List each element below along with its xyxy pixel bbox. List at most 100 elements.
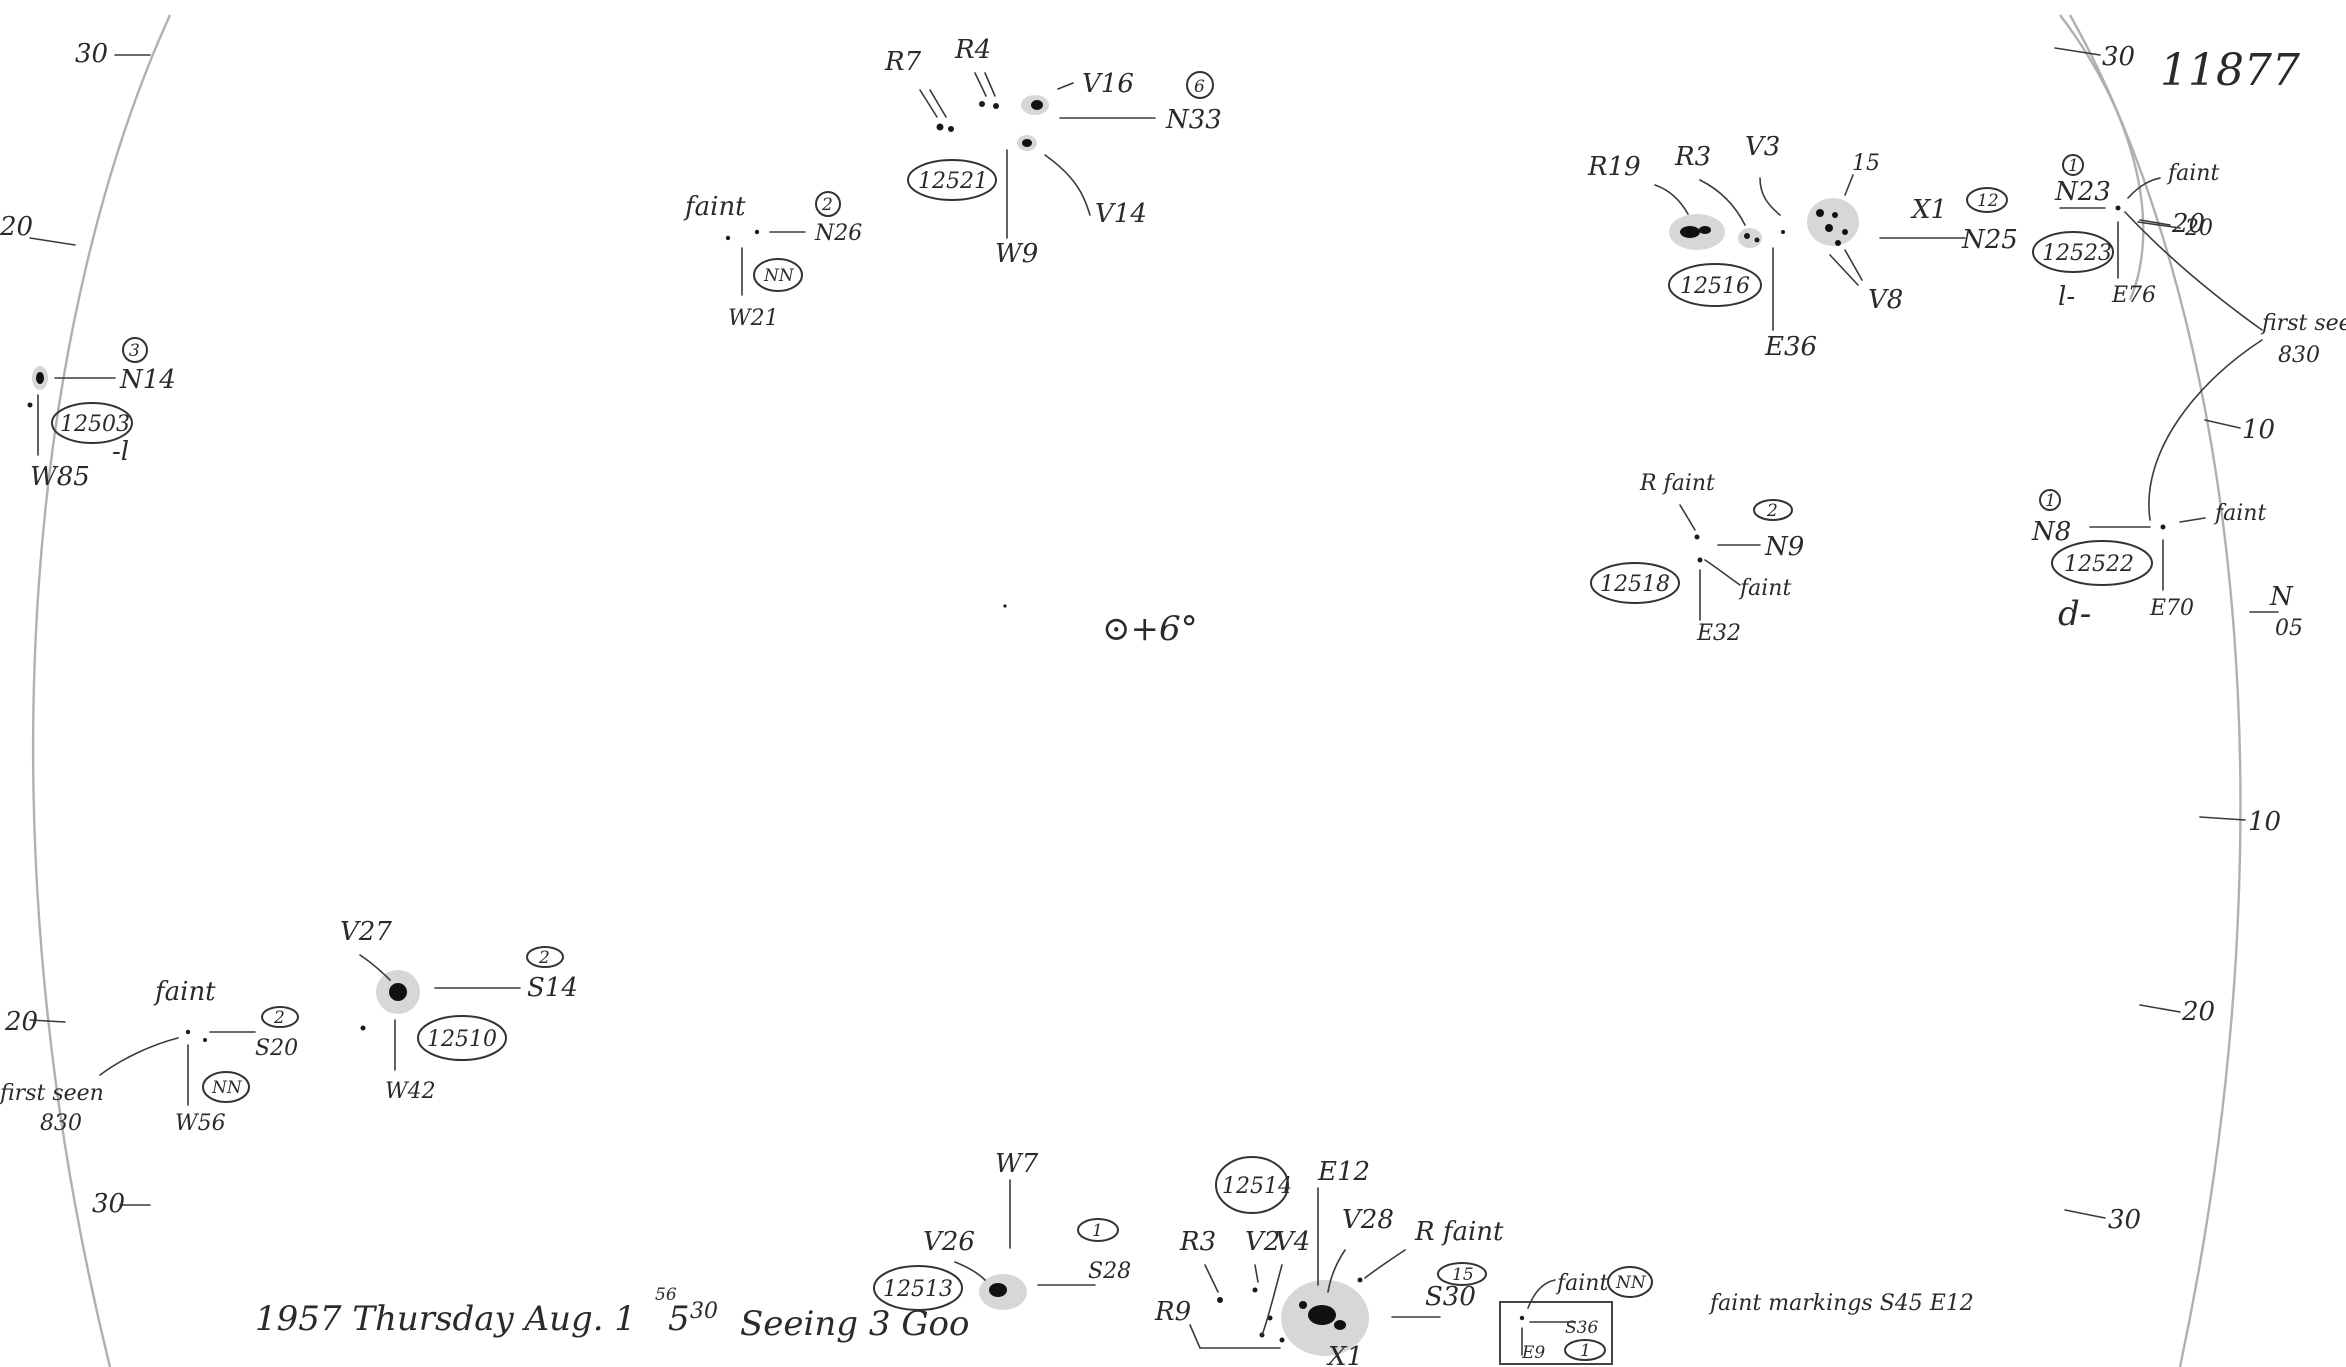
label-e9: E9 (1521, 1343, 1545, 1363)
label-s36: S36 (1565, 1318, 1598, 1338)
observation-time-superscript: 56 (655, 1285, 677, 1305)
sunspot-group-12516: R19 R3 V3 15 X1 N25 V8 E36 12516 12 (1587, 132, 2018, 362)
left-scale-20-bottom: 20 (4, 1007, 38, 1037)
left-scale-30-top: 30 (75, 39, 108, 69)
sunspot-group-nn-boxed: faint S36 E9 NN 1 (1499, 1266, 1653, 1365)
sunspot-group-12522: N8 faint d- E70 12522 1 (2031, 489, 2266, 634)
group-box (1499, 1301, 1613, 1365)
label-r3: R3 (1674, 142, 1711, 172)
group-number-oval (417, 1015, 507, 1061)
group-number-nn: NN (763, 266, 795, 286)
observation-date: 1957 Thursday Aug. 1 (255, 1299, 636, 1339)
group-number-12503: 12503 (60, 412, 130, 437)
label-w9: W9 (995, 239, 1038, 269)
group-number-12516: 12516 (1680, 274, 1750, 299)
right-scale-10-top: 10 (2242, 415, 2275, 445)
group-number-oval (1607, 1266, 1653, 1298)
spot-count: 2 (821, 195, 833, 215)
label-n14: N14 (119, 365, 176, 395)
sheet-number: 11877 (2160, 45, 2300, 96)
spot-count-circle (2039, 489, 2061, 511)
group-number-oval (2032, 231, 2114, 273)
spot-count-circle (1077, 1218, 1119, 1242)
group-number-nn: NN (1615, 1273, 1647, 1293)
group-number-12523: 12523 (2042, 241, 2112, 266)
spot-count-circle (1564, 1339, 1606, 1361)
observation-time: 5 (668, 1299, 690, 1339)
label-w85: W85 (30, 462, 90, 492)
right-scale-30-top: 30 (2102, 42, 2135, 72)
spot-count: 15 (1452, 1265, 1474, 1285)
spot-count-circle (122, 337, 148, 363)
label-l-minus: l- (2058, 282, 2075, 312)
label-v4: V4 (1275, 1227, 1310, 1257)
label-r7: R7 (884, 47, 922, 77)
spot-count: 3 (129, 341, 140, 361)
sunspot-group-nn-s20: faint S20 W56 NN 2 (99, 977, 299, 1136)
spot-count: 2 (538, 948, 550, 968)
label-faint: faint (1738, 576, 1791, 601)
label-s30: S30 (1425, 1282, 1476, 1312)
label-n8: N8 (2031, 517, 2071, 547)
sunspot-group-12514: E12 R3 V2 V4 V28 R faint S30 R9 X1 12514… (1154, 1156, 1504, 1367)
label-l: -l (112, 437, 129, 467)
right-edge-05-note: 05 (2275, 616, 2303, 641)
sunspot-group-12518: R faint N9 faint E32 12518 2 (1590, 471, 1804, 646)
center-orientation-label: ⊙+6° (1102, 609, 1198, 649)
left-first-seen-time: 830 (40, 1111, 82, 1136)
label-v27: V27 (340, 917, 392, 947)
disk-center: ⊙+6° (1003, 604, 1198, 649)
label-e32: E32 (1696, 621, 1741, 646)
group-number-oval (753, 258, 803, 292)
sunspot-group-12521: R7 R4 V16 N33 V14 W9 12521 6 (884, 35, 1222, 269)
group-number-12513: 12513 (883, 1277, 953, 1302)
label-r-faint: R faint (1639, 471, 1715, 496)
label-s28: S28 (1088, 1259, 1131, 1284)
label-x1: X1 (1910, 195, 1947, 225)
right-edge-scale: 30 20 10 10 20 30 first seen 830 N 05 (2054, 42, 2346, 1235)
label-r19: R19 (1587, 152, 1641, 182)
right-limb-arc (2068, 14, 2242, 1367)
sunspot-group-12523: N23 faint 20 l- E76 12523 1 (2032, 154, 2263, 331)
label-v26: V26 (923, 1227, 975, 1257)
label-w7: W7 (995, 1149, 1039, 1179)
spot-count-circle (2062, 154, 2084, 176)
label-s14: S14 (527, 973, 578, 1003)
label-w56: W56 (175, 1111, 226, 1136)
label-w21: W21 (728, 306, 779, 331)
label-r3: R3 (1179, 1227, 1216, 1257)
group-number-oval (1215, 1156, 1289, 1214)
group-number-oval (873, 1265, 963, 1311)
right-scale-20-top: 20 (2171, 209, 2205, 239)
label-r9: R9 (1154, 1297, 1191, 1327)
center-dot (1003, 604, 1007, 608)
group-number-oval (1590, 562, 1680, 604)
spot-count: 2 (273, 1008, 285, 1028)
label-faint: faint (683, 192, 746, 222)
label-faint: faint (153, 977, 216, 1007)
label-w42: W42 (385, 1079, 436, 1104)
group-number-12522: 12522 (2064, 552, 2134, 577)
left-scale-20-top: 20 (0, 212, 33, 242)
left-edge-scale: 30 20 20 30 first seen 830 (0, 39, 151, 1219)
label-r4: R4 (954, 35, 991, 65)
group-number-oval (2051, 540, 2153, 586)
label-15: 15 (1852, 151, 1880, 176)
sunspot-group-12513: W7 V26 S28 12513 1 (873, 1149, 1131, 1311)
spot-count: 12 (1977, 191, 1999, 211)
spot-count: 1 (1580, 1341, 1591, 1361)
label-v16: V16 (1082, 69, 1134, 99)
label-faint: faint (2166, 161, 2219, 186)
label-s20: S20 (255, 1036, 298, 1061)
label-x1: X1 (1326, 1342, 1363, 1367)
right-limb-inner-arc (2059, 14, 2145, 301)
spot-count-circle (1437, 1262, 1487, 1286)
label-v3: V3 (1745, 132, 1780, 162)
spot-count-circle (261, 1006, 299, 1028)
observation-footer: 1957 Thursday Aug. 1 56 5 30 Seeing 3 Go… (255, 1285, 1974, 1344)
spot-count: 1 (2068, 156, 2079, 176)
label-e36: E36 (1764, 332, 1817, 362)
label-n26: N26 (814, 221, 862, 246)
right-scale-20-bottom: 20 (2181, 997, 2215, 1027)
